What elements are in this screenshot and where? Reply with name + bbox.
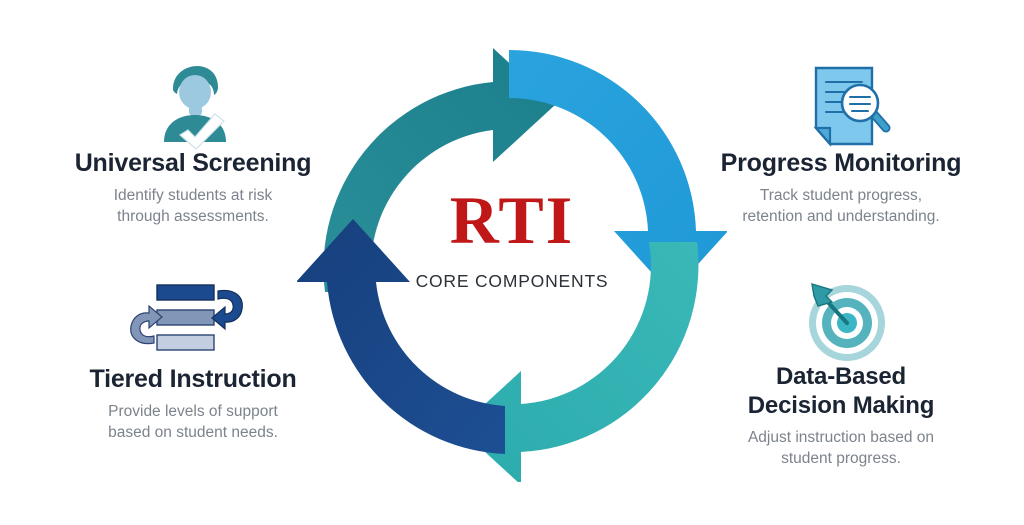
component-title: Data-Based Decision Making xyxy=(676,362,1006,420)
component-description: Identify students at risk through assess… xyxy=(28,185,358,227)
component-title: Progress Monitoring xyxy=(720,149,962,177)
title-line: Decision Making xyxy=(747,392,935,419)
cycle-arrow-data-based-decision-making xyxy=(459,242,699,482)
component-universal-screening: Universal Screening Identify students at… xyxy=(28,148,358,227)
target-dart-icon xyxy=(802,276,892,366)
component-progress-monitoring: Progress Monitoring Track student progre… xyxy=(676,148,1006,227)
description-line: based on student needs. xyxy=(108,424,278,441)
cycle-diagram xyxy=(297,42,727,482)
cycle-arrow-universal-screening xyxy=(323,48,555,292)
description-line: Identify students at risk xyxy=(113,187,273,204)
component-data-based-decision-making: Data-Based Decision Making Adjust instru… xyxy=(676,362,1006,469)
description-line: Provide levels of support xyxy=(108,403,278,420)
description-line: through assessments. xyxy=(117,208,269,225)
title-line: Data-Based xyxy=(775,363,907,390)
cycle-arrow-tiered-instruction xyxy=(297,219,505,454)
description-line: Track student progress, xyxy=(759,187,923,204)
component-description: Provide levels of support based on stude… xyxy=(28,401,358,443)
component-tiered-instruction: Tiered Instruction Provide levels of sup… xyxy=(28,364,358,443)
document-magnifier-icon xyxy=(802,62,894,150)
description-line: Adjust instruction based on xyxy=(747,429,935,446)
person-check-icon xyxy=(148,58,240,150)
component-description: Adjust instruction based on student prog… xyxy=(676,427,1006,469)
cycle-arrow-progress-monitoring xyxy=(509,50,727,294)
description-line: student progress. xyxy=(781,450,901,467)
component-title: Universal Screening xyxy=(74,149,312,177)
description-line: retention and understanding. xyxy=(742,208,940,225)
component-description: Track student progress, retention and un… xyxy=(676,185,1006,227)
tiered-bars-arrows-icon xyxy=(126,282,248,356)
component-title: Tiered Instruction xyxy=(89,365,297,393)
